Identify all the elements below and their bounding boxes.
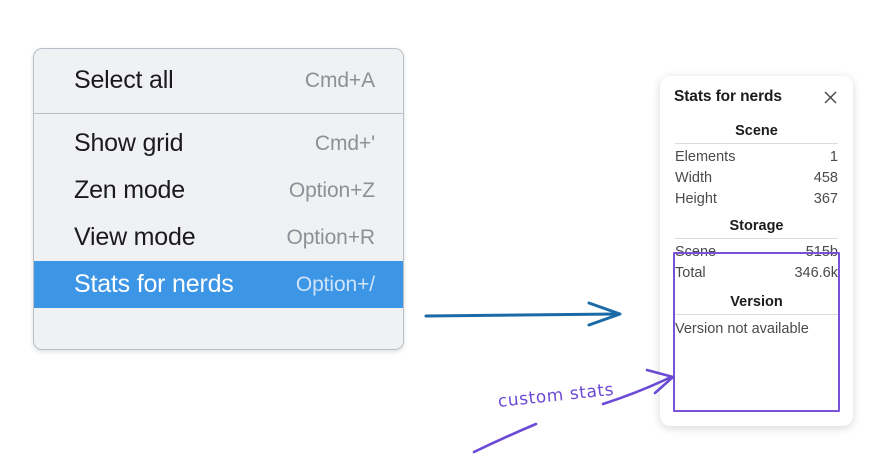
stat-label: Scene bbox=[675, 243, 717, 260]
purple-underline-stroke bbox=[472, 422, 538, 454]
menu-item-shortcut: Option+R bbox=[286, 225, 375, 249]
stat-row-storage-scene: Scene 515b bbox=[673, 241, 840, 262]
stat-row-width: Width 458 bbox=[673, 167, 840, 188]
panel-header: Stats for nerds bbox=[673, 88, 840, 106]
menu-item-stats-for-nerds[interactable]: Stats for nerds Option+/ bbox=[34, 261, 403, 308]
section-divider bbox=[675, 238, 838, 239]
context-menu: Select all Cmd+A Show grid Cmd+' Zen mod… bbox=[33, 48, 404, 350]
menu-item-zen-mode[interactable]: Zen mode Option+Z bbox=[34, 167, 403, 214]
menu-group-2: Show grid Cmd+' Zen mode Option+Z View m… bbox=[34, 114, 403, 314]
menu-item-show-grid[interactable]: Show grid Cmd+' bbox=[34, 120, 403, 167]
stat-label: Total bbox=[675, 264, 706, 281]
section-divider bbox=[675, 143, 838, 144]
menu-item-label: Zen mode bbox=[74, 176, 185, 204]
section-title-version: Version bbox=[730, 294, 783, 310]
stats-for-nerds-panel: Stats for nerds Scene Elements 1 Width 4… bbox=[660, 76, 853, 426]
blue-arrow-to-panel bbox=[424, 301, 622, 327]
section-divider bbox=[675, 314, 838, 315]
stat-value: 346.6k bbox=[794, 264, 838, 281]
section-title-storage: Storage bbox=[729, 218, 784, 234]
menu-item-label: Select all bbox=[74, 66, 174, 94]
section-title-scene: Scene bbox=[735, 123, 778, 139]
stat-value: 458 bbox=[813, 169, 838, 186]
version-value: Version not available bbox=[675, 321, 809, 337]
stat-row-elements: Elements 1 bbox=[673, 146, 840, 167]
menu-item-view-mode[interactable]: View mode Option+R bbox=[34, 214, 403, 261]
stat-value: 515b bbox=[805, 243, 838, 260]
panel-title: Stats for nerds bbox=[674, 88, 782, 105]
stat-value: 1 bbox=[829, 148, 838, 165]
menu-item-select-all[interactable]: Select all Cmd+A bbox=[34, 57, 403, 104]
stat-value: 367 bbox=[813, 190, 838, 207]
stat-label: Elements bbox=[675, 148, 736, 165]
close-icon[interactable] bbox=[822, 89, 839, 106]
menu-group-1: Select all Cmd+A bbox=[34, 49, 403, 114]
menu-item-shortcut: Option+/ bbox=[295, 272, 375, 296]
menu-item-shortcut: Cmd+A bbox=[304, 68, 375, 92]
menu-item-shortcut: Cmd+' bbox=[314, 131, 375, 155]
menu-item-label: Show grid bbox=[74, 129, 184, 157]
stat-label: Height bbox=[675, 190, 717, 207]
stat-row-storage-total: Total 346.6k bbox=[673, 262, 840, 283]
stat-label: Width bbox=[675, 169, 713, 186]
menu-item-shortcut: Option+Z bbox=[288, 178, 375, 202]
menu-item-label: View mode bbox=[74, 223, 196, 251]
stat-row-height: Height 367 bbox=[673, 188, 840, 209]
menu-item-label: Stats for nerds bbox=[74, 270, 234, 298]
custom-stats-annotation-label: custom stats bbox=[496, 379, 616, 412]
